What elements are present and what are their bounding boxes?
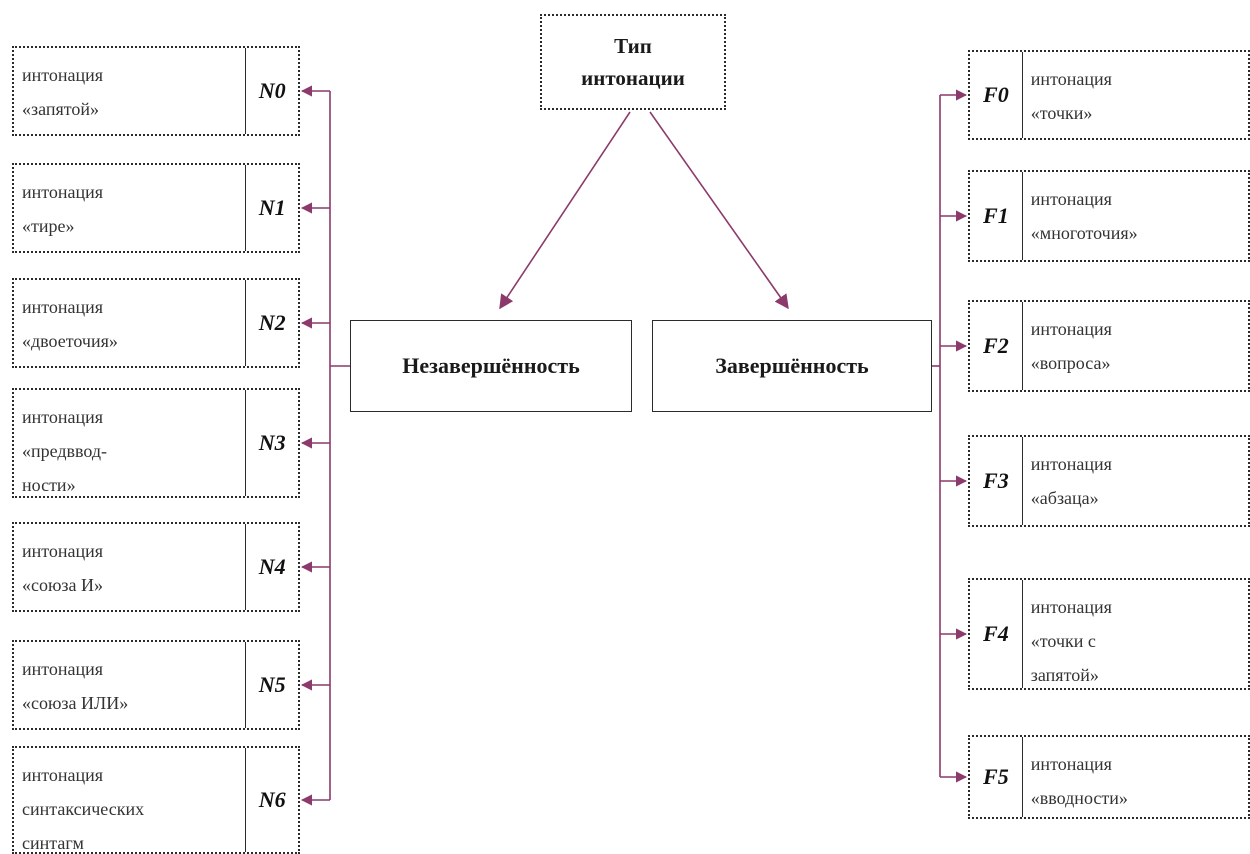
type-label: интонация «вводности» — [1030, 754, 1128, 808]
incompleteness-type-n0: интонация «запятой» N0 — [12, 46, 300, 136]
type-code: F5 — [970, 737, 1023, 817]
type-code: N2 — [258, 310, 286, 335]
incompleteness-type-n1: интонация «тире» N1 — [12, 163, 300, 253]
type-label: интонация «абзаца» — [1030, 454, 1112, 508]
type-code: N5 — [258, 672, 286, 697]
incompleteness-type-n3: интонация «предввод- ности» N3 — [12, 388, 300, 498]
category-incompleteness-label: Незавершённость — [402, 353, 580, 378]
type-label: интонация «точки» — [1030, 69, 1112, 123]
root-label: Тип интонации — [581, 34, 685, 90]
type-label: интонация синтаксических синтагм — [14, 748, 247, 852]
type-code: F3 — [970, 437, 1023, 525]
incompleteness-type-n2: интонация «двоеточия» N2 — [12, 278, 300, 368]
category-incompleteness: Незавершённость — [350, 320, 632, 412]
category-completeness-label: Завершённость — [715, 353, 869, 378]
type-code: N4 — [258, 554, 286, 579]
type-label: интонация «союза И» — [14, 524, 247, 610]
arrow-root-to-incompleteness — [499, 111, 631, 310]
type-code: N3 — [258, 430, 286, 455]
type-code: N6 — [258, 787, 286, 812]
type-code: F4 — [970, 580, 1023, 688]
type-label: интонация «предввод- ности» — [14, 390, 247, 496]
type-code: N1 — [258, 195, 286, 220]
incompleteness-type-n6: интонация синтаксических синтагм N6 — [12, 746, 300, 854]
type-label: интонация «многоточия» — [1030, 189, 1138, 243]
incompleteness-type-n5: интонация «союза ИЛИ» N5 — [12, 640, 300, 730]
arrow-root-to-completeness — [649, 111, 789, 310]
type-label: интонация «тире» — [14, 165, 247, 251]
incompleteness-type-n4: интонация «союза И» N4 — [12, 522, 300, 612]
root-node: Тип интонации — [540, 14, 726, 110]
type-label: интонация «союза ИЛИ» — [14, 642, 247, 728]
type-label: интонация «вопроса» — [1030, 319, 1112, 373]
type-code: F0 — [970, 52, 1023, 138]
type-code: F1 — [970, 172, 1023, 260]
type-code: F2 — [970, 302, 1023, 390]
type-label: интонация «запятой» — [14, 48, 247, 134]
type-code: N0 — [258, 78, 286, 103]
category-completeness: Завершённость — [652, 320, 932, 412]
type-label: интонация «точки с запятой» — [1030, 597, 1112, 685]
type-label: интонация «двоеточия» — [14, 280, 247, 366]
